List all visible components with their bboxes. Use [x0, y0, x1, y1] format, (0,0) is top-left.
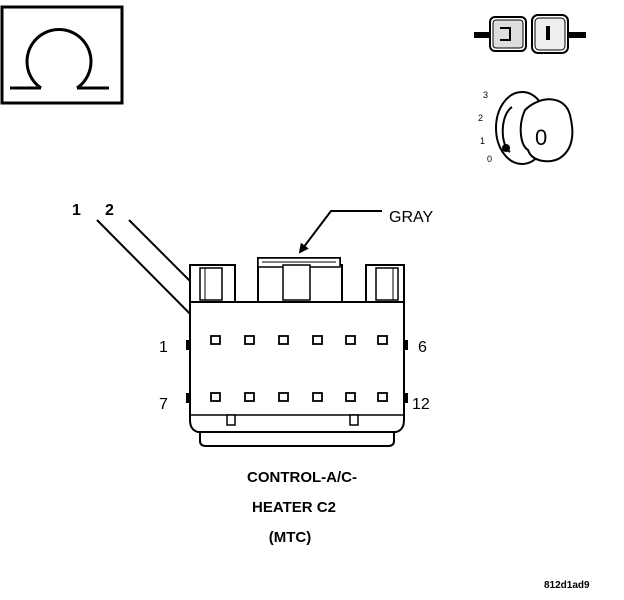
- cavity-5: [345, 335, 356, 345]
- key-position-3: 3: [483, 90, 488, 100]
- key-glyph: 0: [535, 125, 547, 150]
- key-position-0: 0: [487, 154, 492, 164]
- cavity-12: [377, 392, 388, 402]
- connector-housing: [186, 257, 408, 447]
- key-position-2: 2: [478, 113, 483, 123]
- pointer-label-2: 2: [105, 202, 114, 219]
- cavity-label-1: 1: [159, 339, 168, 356]
- figure-id: 812d1ad9: [544, 580, 590, 591]
- color-leader-line: [298, 210, 382, 254]
- cavity-10: [312, 392, 323, 402]
- connector-pair-icon: [474, 14, 586, 54]
- cavity-label-7: 7: [159, 396, 168, 413]
- cavity-3: [278, 335, 289, 345]
- ignition-key-icon: 3 2 1 0 0: [478, 90, 574, 165]
- cavity-8: [244, 392, 255, 402]
- cavity-4: [312, 335, 323, 345]
- connector-title-line3: (MTC): [269, 529, 311, 546]
- connector-title-line2: HEATER C2: [252, 499, 336, 516]
- color-callout: GRAY: [389, 209, 433, 226]
- cavity-7: [210, 392, 221, 402]
- cavity-label-6: 6: [418, 339, 427, 356]
- cavity-11: [345, 392, 356, 402]
- omega-icon: [0, 5, 124, 105]
- cavity-label-12: 12: [412, 396, 430, 413]
- cavity-1: [210, 335, 221, 345]
- cavity-9: [278, 392, 289, 402]
- cavity-group: [210, 335, 388, 402]
- key-position-1: 1: [480, 136, 485, 146]
- cavity-2: [244, 335, 255, 345]
- connector-title-line1: CONTROL-A/C-: [247, 469, 357, 486]
- cavity-6: [377, 335, 388, 345]
- pointer-label-1: 1: [72, 202, 81, 219]
